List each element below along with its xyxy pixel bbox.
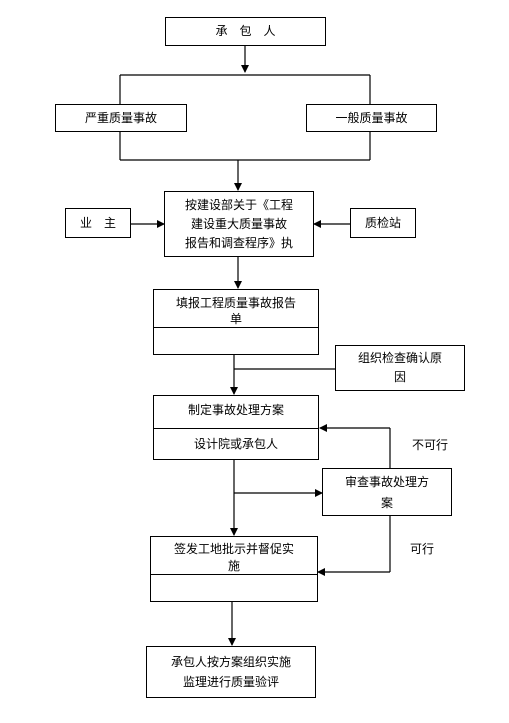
- contractor-label: 承 包 人: [215, 24, 276, 38]
- owner-box: [65, 208, 131, 238]
- implement-box: [146, 646, 316, 698]
- contractor-box: [165, 17, 326, 46]
- design-institute-label: 设计院或承包人: [193, 437, 278, 451]
- review-plan-line-2: 案: [380, 496, 393, 510]
- fill-report-divider: [153, 327, 319, 328]
- sign-issue-line-1: 签发工地批示并督促实: [173, 542, 294, 556]
- owner-label: 业 主: [79, 216, 116, 230]
- serious-accident-label: 严重质量事故: [84, 111, 157, 125]
- sign-issue-line-2: 施: [227, 559, 240, 573]
- inspection-station-label: 质检站: [364, 216, 401, 230]
- organize-check-box: [335, 345, 465, 391]
- make-plan-box: [153, 395, 319, 460]
- make-plan-divider: [153, 428, 319, 429]
- review-plan-line-1: 审查事故处理方: [344, 475, 429, 489]
- organize-check-line-2: 因: [393, 370, 406, 384]
- sign-issue-divider: [150, 574, 318, 575]
- regulation-line-2: 建设重大质量事故: [190, 217, 287, 231]
- not-feasible-label: 不可行: [411, 438, 448, 452]
- general-accident-box: [306, 104, 437, 132]
- fill-report-line-1: 填报工程质量事故报告: [175, 296, 296, 310]
- inspection-station-box: [350, 208, 416, 238]
- make-plan-label: 制定事故处理方案: [187, 403, 284, 417]
- organize-check-line-1: 组织检查确认原: [357, 351, 442, 365]
- serious-accident-box: [55, 104, 187, 132]
- implement-line-2: 监理进行质量验评: [182, 675, 279, 689]
- fill-report-box: [153, 289, 319, 355]
- implement-line-1: 承包人按方案组织实施: [170, 655, 291, 669]
- general-accident-label: 一般质量事故: [335, 111, 408, 125]
- regulation-line-3: 报告和调查程序》执: [184, 236, 293, 250]
- regulation-box: [164, 191, 314, 257]
- fill-report-line-2: 单: [229, 312, 242, 326]
- review-plan-box: [322, 468, 452, 516]
- sign-issue-box: [150, 536, 318, 602]
- feasible-label: 可行: [409, 542, 434, 556]
- regulation-line-1: 按建设部关于《工程: [184, 198, 293, 212]
